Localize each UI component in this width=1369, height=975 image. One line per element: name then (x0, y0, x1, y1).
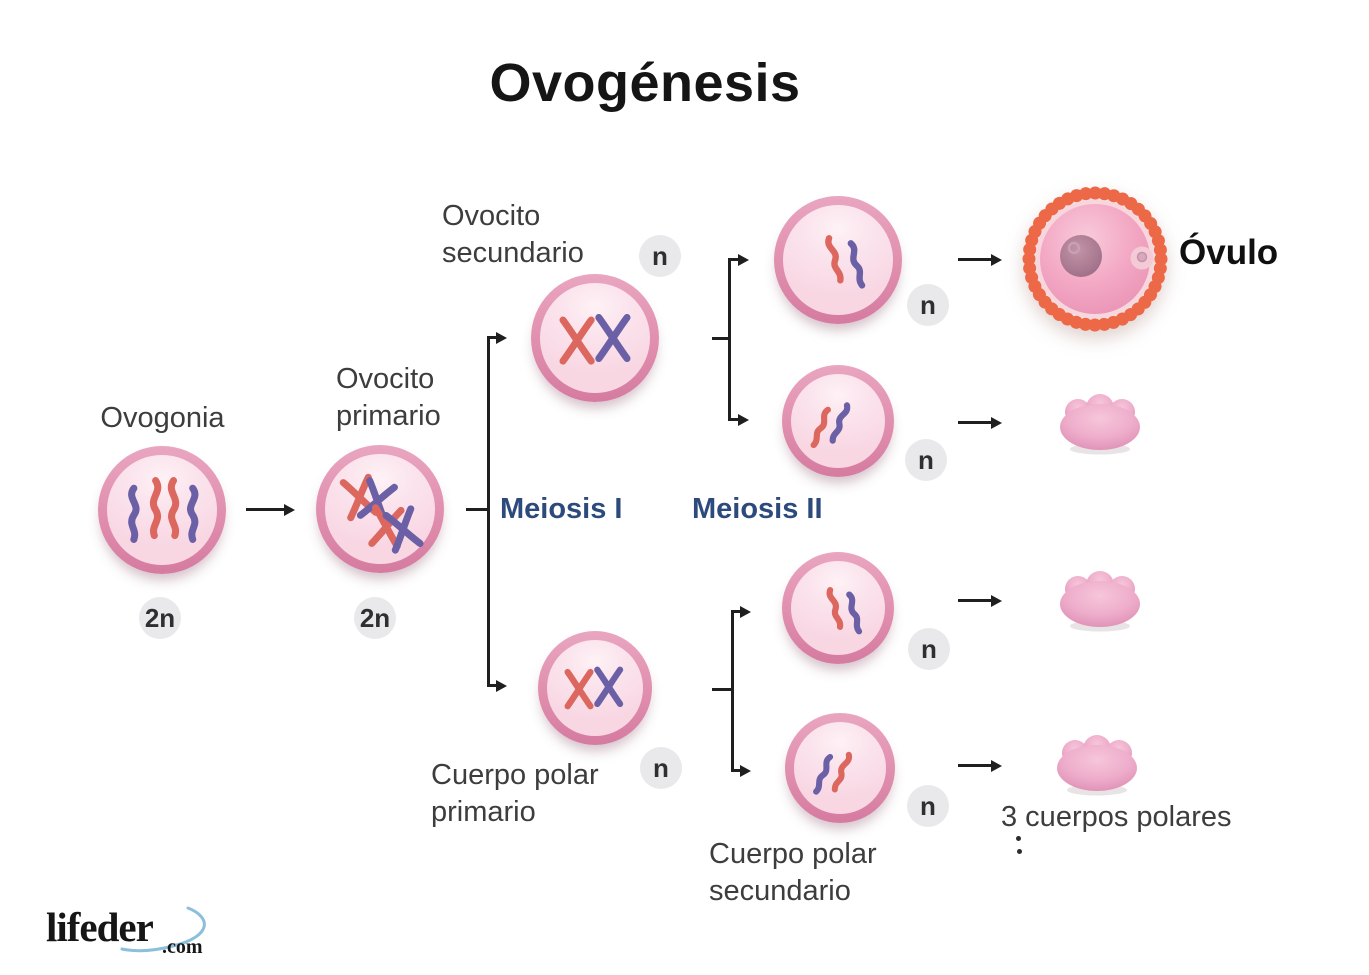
daughter-cell-top-2 (782, 365, 894, 477)
meiosis2-bottom-bracket-stub (712, 688, 734, 691)
daughter-cell-bottom-1 (782, 552, 894, 664)
ovocito-primario-label: Ovocito primario (336, 363, 441, 433)
ovocito-secundario-cell (531, 274, 659, 402)
ellipsis-dot (1017, 849, 1022, 854)
meiosis-2-label: Meiosis II (692, 493, 823, 525)
ellipsis-dot (1016, 836, 1021, 841)
cuerpo-polar-primario-chromosomes-icon (564, 666, 624, 710)
cuerpos-polares-label: 3 cuerpos polares (1001, 801, 1232, 833)
cell-cytoplasm (540, 283, 650, 393)
polar-body-blob-3 (1057, 735, 1137, 796)
logo-brand: lifeder (46, 904, 154, 950)
cuerpo-polar-secundario-label: Cuerpo polar secundario (709, 838, 877, 908)
cuerpo-polar-primario-cell (538, 631, 652, 745)
ovocito-secundario-label: Ovocito secundario (442, 200, 584, 270)
arrow-to-polar-blob-2 (958, 599, 991, 602)
arrow-to-polar-blob-1 (958, 421, 991, 424)
meiosis1-bracket-line (487, 336, 490, 687)
nucleus (1060, 235, 1102, 277)
cell-cytoplasm (107, 455, 217, 565)
meiosis2-top-bracket-stub (712, 337, 730, 340)
ovocito-primario-cell (316, 445, 444, 573)
polar-body-blob-2 (1060, 571, 1140, 632)
arrow-ovogonia-to-primario (246, 508, 284, 511)
ploidy-badge-daughter-bottom-1: n (908, 628, 950, 670)
cuerpo-polar-primario-label: Cuerpo polar primario (431, 759, 599, 829)
ovum-cell (1022, 186, 1168, 332)
daughter-chromosomes-icon (825, 235, 866, 289)
daughter-chromosomes-icon (813, 751, 853, 795)
meiosis2-top-bracket-line (728, 258, 731, 421)
ovogonia-label: Ovogonia (100, 402, 225, 434)
meiosis1-bracket-stub (466, 508, 489, 511)
polar-body-dot (1136, 251, 1148, 263)
ploidy-badge-ovocito-secundario: n (639, 235, 681, 277)
daughter-chromosomes-icon (810, 402, 851, 449)
ovocito-secundario-chromosomes-icon (559, 314, 631, 365)
meiosis2-bottom-bracket-line (731, 610, 734, 772)
meiosis-1-label: Meiosis I (500, 493, 623, 525)
ploidy-badge-ovogonia: 2n (139, 597, 181, 639)
arrow-to-cuerpo-polar-primario (489, 684, 496, 687)
logo-swoosh-icon (120, 906, 206, 953)
ovogonia-cell (98, 446, 226, 574)
ovulo-label: Óvulo (1179, 233, 1279, 272)
arrow-to-polar-blob-3 (958, 764, 991, 767)
arrow-to-ovulo (958, 258, 991, 261)
ovogonia-chromosomes-icon (128, 477, 199, 543)
arrow-to-daughter-top-2 (730, 418, 738, 421)
nucleolus (1067, 241, 1081, 255)
ploidy-badge-daughter-top-2: n (905, 439, 947, 481)
ploidy-badge-daughter-top-1: n (907, 284, 949, 326)
cell-cytoplasm (547, 640, 643, 736)
arrow-to-ovocito-secundario (489, 336, 496, 339)
daughter-cell-bottom-2 (785, 713, 895, 823)
logo-tld: .com (162, 936, 203, 958)
polar-body-blob-1 (1060, 394, 1140, 455)
page-title: Ovogénesis (489, 53, 801, 113)
arrow-to-daughter-bottom-2 (733, 769, 740, 772)
arrow-to-daughter-bottom-1 (733, 610, 740, 613)
daughter-chromosomes-icon (826, 587, 863, 635)
daughter-cell-top-1 (774, 196, 902, 324)
ploidy-badge-cuerpo-polar-primario: n (640, 747, 682, 789)
ploidy-badge-ovocito-primario: 2n (354, 597, 396, 639)
arrow-to-daughter-top-1 (730, 258, 738, 261)
ploidy-badge-daughter-bottom-2: n (907, 785, 949, 827)
ovocito-primario-chromosomes-icon (339, 473, 424, 554)
